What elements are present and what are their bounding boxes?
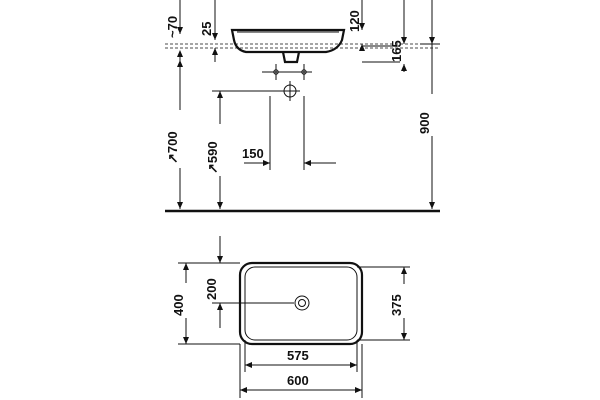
top-drain-outer [294, 295, 310, 311]
trap-fittings [262, 64, 312, 80]
dim-600: 600 [287, 373, 309, 388]
side-view: ~70 25 120 165 900 ↗700 [165, 0, 440, 213]
dim-approx-70: ~70 [165, 16, 180, 38]
drain [281, 51, 301, 64]
top-drain-inner [298, 299, 306, 307]
top-view: 400 200 375 575 600 [171, 236, 410, 398]
dim-approx-700: ↗700 [165, 131, 180, 164]
basin-profile [230, 28, 346, 54]
dim-400: 400 [171, 294, 186, 316]
dim-approx-590: ↗590 [205, 141, 220, 174]
dim-120: 120 [347, 10, 362, 32]
dim-200: 200 [204, 278, 219, 300]
dim-575: 575 [287, 348, 309, 363]
dim-165: 165 [389, 40, 404, 62]
dim-25: 25 [199, 22, 214, 36]
dim-375: 375 [389, 294, 404, 316]
dim-150: 150 [242, 146, 264, 161]
dim-900: 900 [417, 112, 432, 134]
